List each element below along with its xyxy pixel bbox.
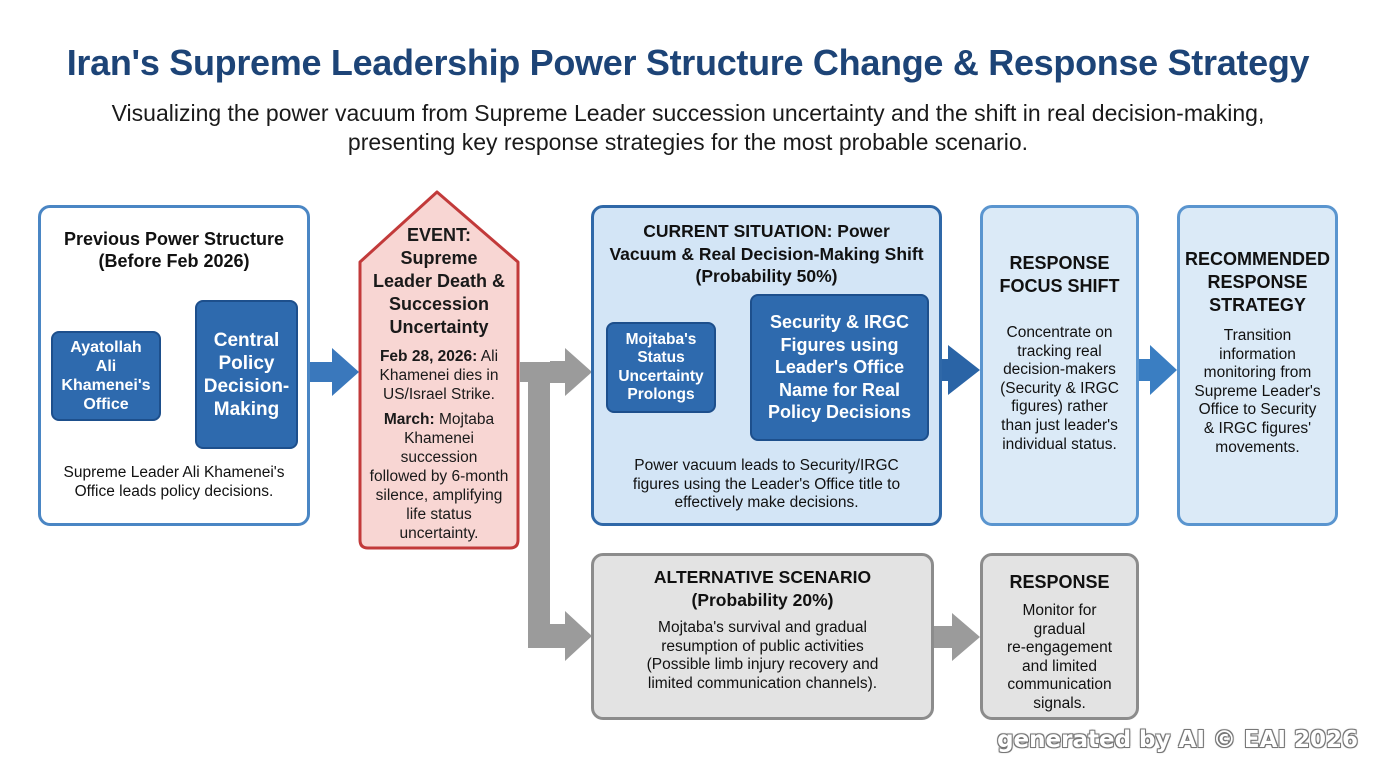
arrow-event-to-alternative: [528, 611, 592, 661]
previous-description: Supreme Leader Ali Khamenei's Office lea…: [63, 464, 285, 500]
recommended-title: RECOMMENDED RESPONSE STRATEGY: [1184, 249, 1330, 315]
response-description: Monitor for gradual re-engagement and li…: [1006, 602, 1113, 712]
central-policy-box: Central Policy Decision- Making: [195, 300, 298, 449]
alternative-description: Mojtaba's survival and gradual resumptio…: [646, 619, 879, 692]
response-box: RESPONSE Monitor for gradual re-engageme…: [980, 553, 1139, 720]
watermark: generated by AI © EAI 2026: [997, 727, 1358, 753]
page-subtitle: Visualizing the power vacuum from Suprem…: [111, 100, 1265, 155]
arrow-previous-to-event: [308, 348, 359, 396]
arrow-focus-to-recommended: [1138, 345, 1177, 395]
arrow-alternative-to-response: [933, 613, 980, 661]
recommended-description: Transition information monitoring from S…: [1194, 327, 1321, 456]
event-box: EVENT: Supreme Leader Death & Succession…: [360, 224, 518, 543]
mojtaba-status-box: Mojtaba's Status Uncertainty Prolongs: [606, 322, 716, 413]
event-shape: [358, 190, 520, 550]
event-title: EVENT: Supreme Leader Death & Succession…: [372, 225, 506, 337]
event-date-march: March: Mojtaba Khamenei succession follo…: [369, 411, 509, 542]
security-irgc-box: Security & IRGC Figures using Leader's O…: [750, 294, 929, 441]
current-description: Power vacuum leads to Security/IRGC figu…: [632, 457, 901, 511]
response-focus-box: RESPONSE FOCUS SHIFT Concentrate on trac…: [980, 205, 1139, 526]
arrow-current-to-focus: [924, 345, 980, 395]
focus-title: RESPONSE FOCUS SHIFT: [999, 253, 1120, 296]
alternative-scenario-box: ALTERNATIVE SCENARIO (Probability 20%) M…: [591, 553, 934, 720]
arrow-event-to-current: [550, 348, 592, 396]
recommended-strategy-box: RECOMMENDED RESPONSE STRATEGY Transition…: [1177, 205, 1338, 526]
khamenei-office-box: Ayatollah Ali Khamenei's Office: [51, 331, 161, 421]
response-title: RESPONSE: [1009, 572, 1110, 592]
previous-title: Previous Power Structure (Before Feb 202…: [63, 229, 285, 271]
current-title: CURRENT SITUATION: Power Vacuum & Real D…: [609, 221, 924, 286]
alternative-title: ALTERNATIVE SCENARIO (Probability 20%): [653, 567, 872, 610]
page-title: Iran's Supreme Leadership Power Structur…: [66, 42, 1310, 83]
branch-vertical: [528, 362, 550, 646]
focus-description: Concentrate on tracking real decision-ma…: [1000, 324, 1119, 453]
event-date-feb: Feb 28, 2026: Ali Khamenei dies in US/Is…: [379, 348, 499, 403]
